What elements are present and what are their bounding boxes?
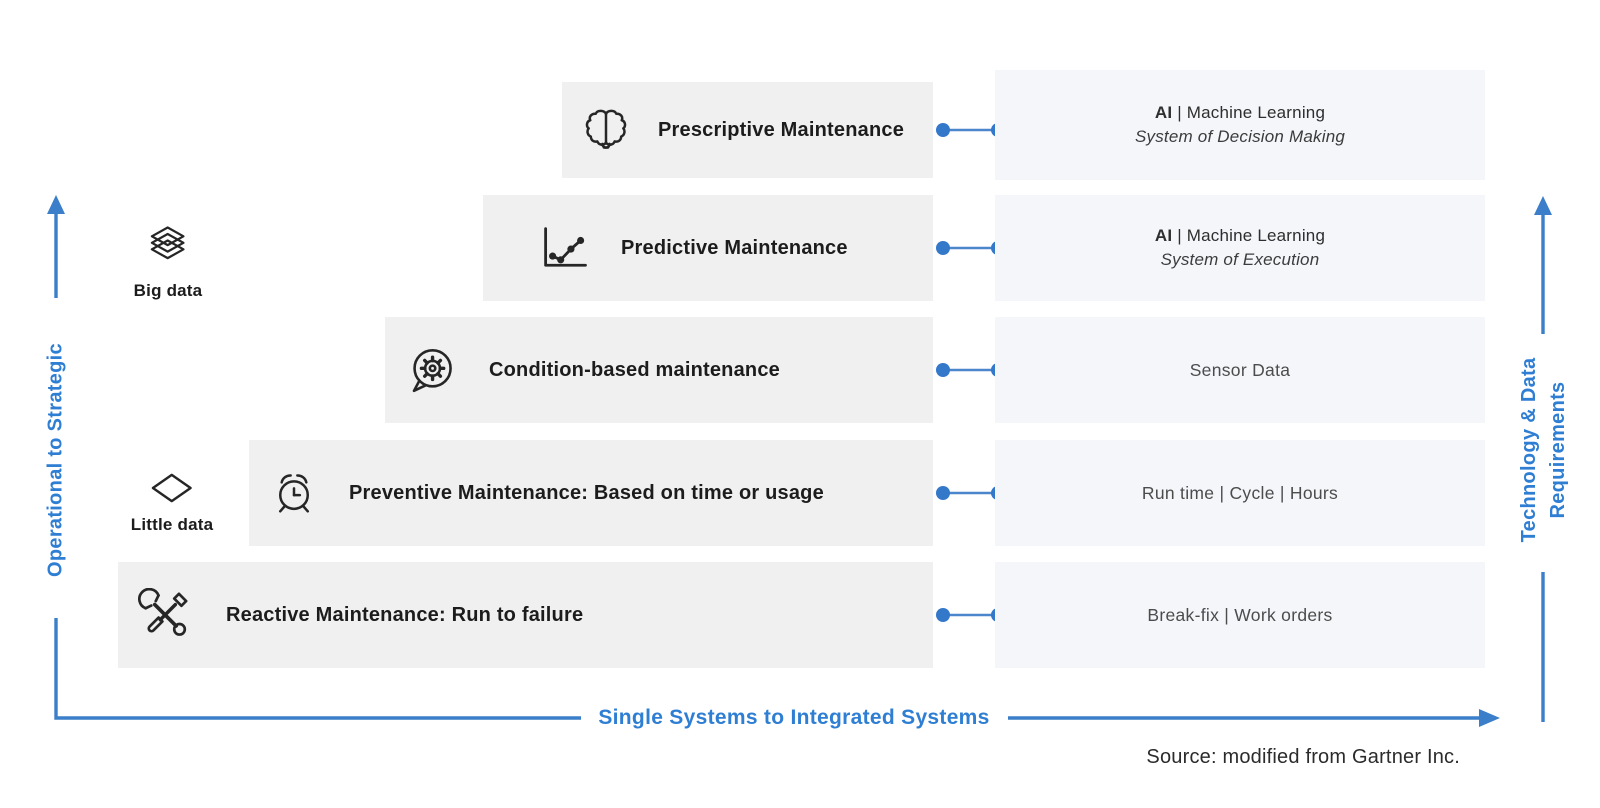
little-data-legend: Little data — [131, 472, 214, 535]
left-axis-corner — [54, 618, 581, 720]
left-axis-arrowhead — [47, 195, 65, 214]
layers-icon — [142, 224, 194, 275]
little-data-label: Little data — [130, 515, 214, 534]
bottom-axis-arrowhead — [1479, 709, 1500, 727]
big-data-legend: Big data — [134, 224, 203, 301]
source-attribution: Source: modified from Gartner Inc. — [1146, 746, 1460, 768]
right-axis-label-line2: Requirements — [1547, 381, 1569, 519]
bottom-axis-label: Single Systems to Integrated Systems — [598, 706, 990, 729]
right-axis-label-line1: Technology & Data — [1518, 357, 1540, 543]
right-axis-label: Technology & Data Requirements — [1515, 358, 1573, 543]
diamond-icon — [149, 472, 195, 509]
right-axis-arrowhead — [1534, 196, 1552, 215]
big-data-label: Big data — [133, 281, 203, 300]
left-axis-label: Operational to Strategic — [44, 343, 67, 577]
